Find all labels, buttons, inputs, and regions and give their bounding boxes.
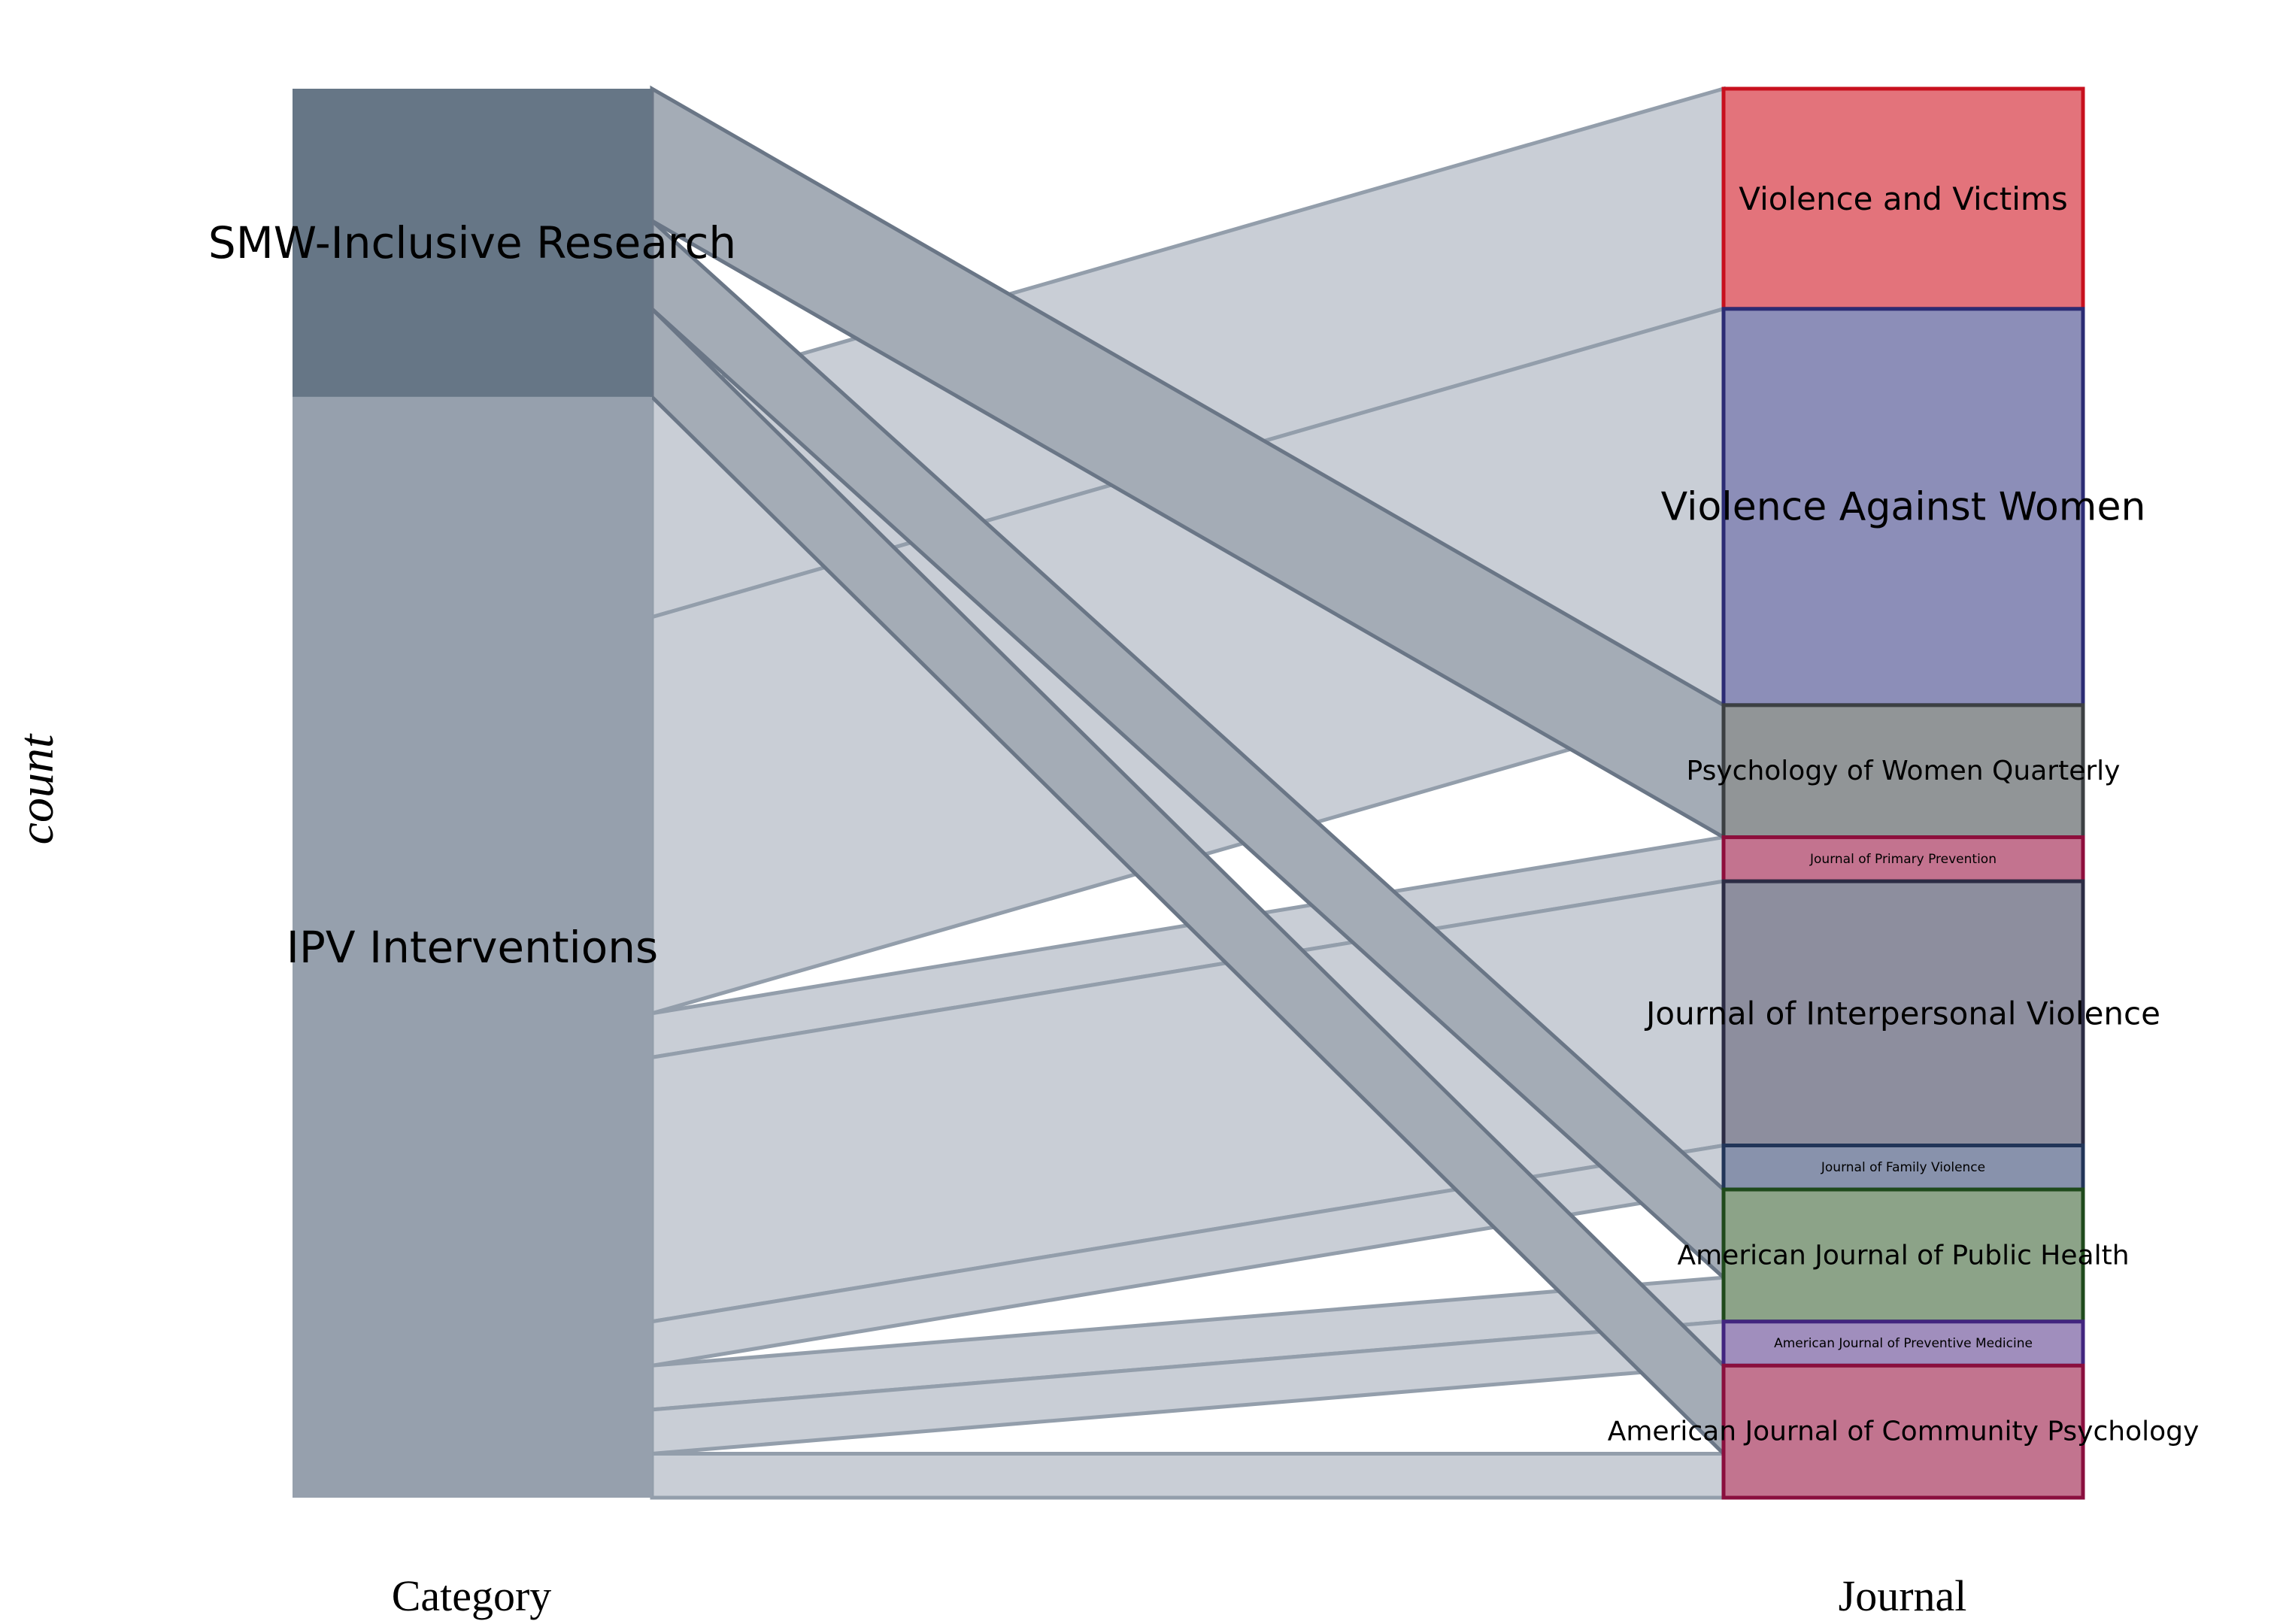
journal-node-journal-of-primary-prevention: [1721, 835, 2085, 883]
journal-label-journal-of-family-violence: Journal of Family Violence: [1821, 1160, 1985, 1175]
flow-ipv-interventions-to-american-journal-of-community-psychology: [650, 1451, 1726, 1500]
y-axis-label: count: [9, 733, 64, 844]
journal-label-journal-of-primary-prevention: Journal of Primary Prevention: [1809, 852, 1997, 867]
journal-node-violence-against-women: [1721, 307, 2085, 707]
category-node-smw-inclusive-research: [293, 89, 652, 397]
journal-label-american-journal-of-public-health: American Journal of Public Health: [1677, 1240, 2129, 1271]
x-axis-label-category: Category: [392, 1571, 552, 1620]
x-axis-label-journal: Journal: [1839, 1571, 1967, 1620]
category-label-ipv-interventions: IPV Interventions: [287, 922, 658, 973]
stratum-nodes: [293, 86, 2085, 1500]
journal-node-journal-of-interpersonal-violence: [1721, 879, 2085, 1147]
category-node-ipv-interventions: [293, 396, 652, 1498]
journal-node-american-journal-of-community-psychology: [1721, 1363, 2085, 1500]
flow-links: [650, 85, 1726, 1500]
journal-label-american-journal-of-preventive-medicine: American Journal of Preventive Medicine: [1774, 1336, 2033, 1351]
journal-label-violence-against-women: Violence Against Women: [1661, 484, 2146, 529]
category-label-smw-inclusive-research: SMW-Inclusive Research: [208, 217, 736, 268]
journal-node-journal-of-family-violence: [1721, 1144, 2085, 1192]
journal-label-journal-of-interpersonal-violence: Journal of Interpersonal Violence: [1644, 995, 2160, 1032]
journal-label-violence-and-victims: Violence and Victims: [1739, 180, 2067, 217]
journal-label-psychology-of-women-quarterly: Psychology of Women Quarterly: [1687, 756, 2121, 786]
journal-label-american-journal-of-community-psychology: American Journal of Community Psychology: [1608, 1416, 2200, 1447]
